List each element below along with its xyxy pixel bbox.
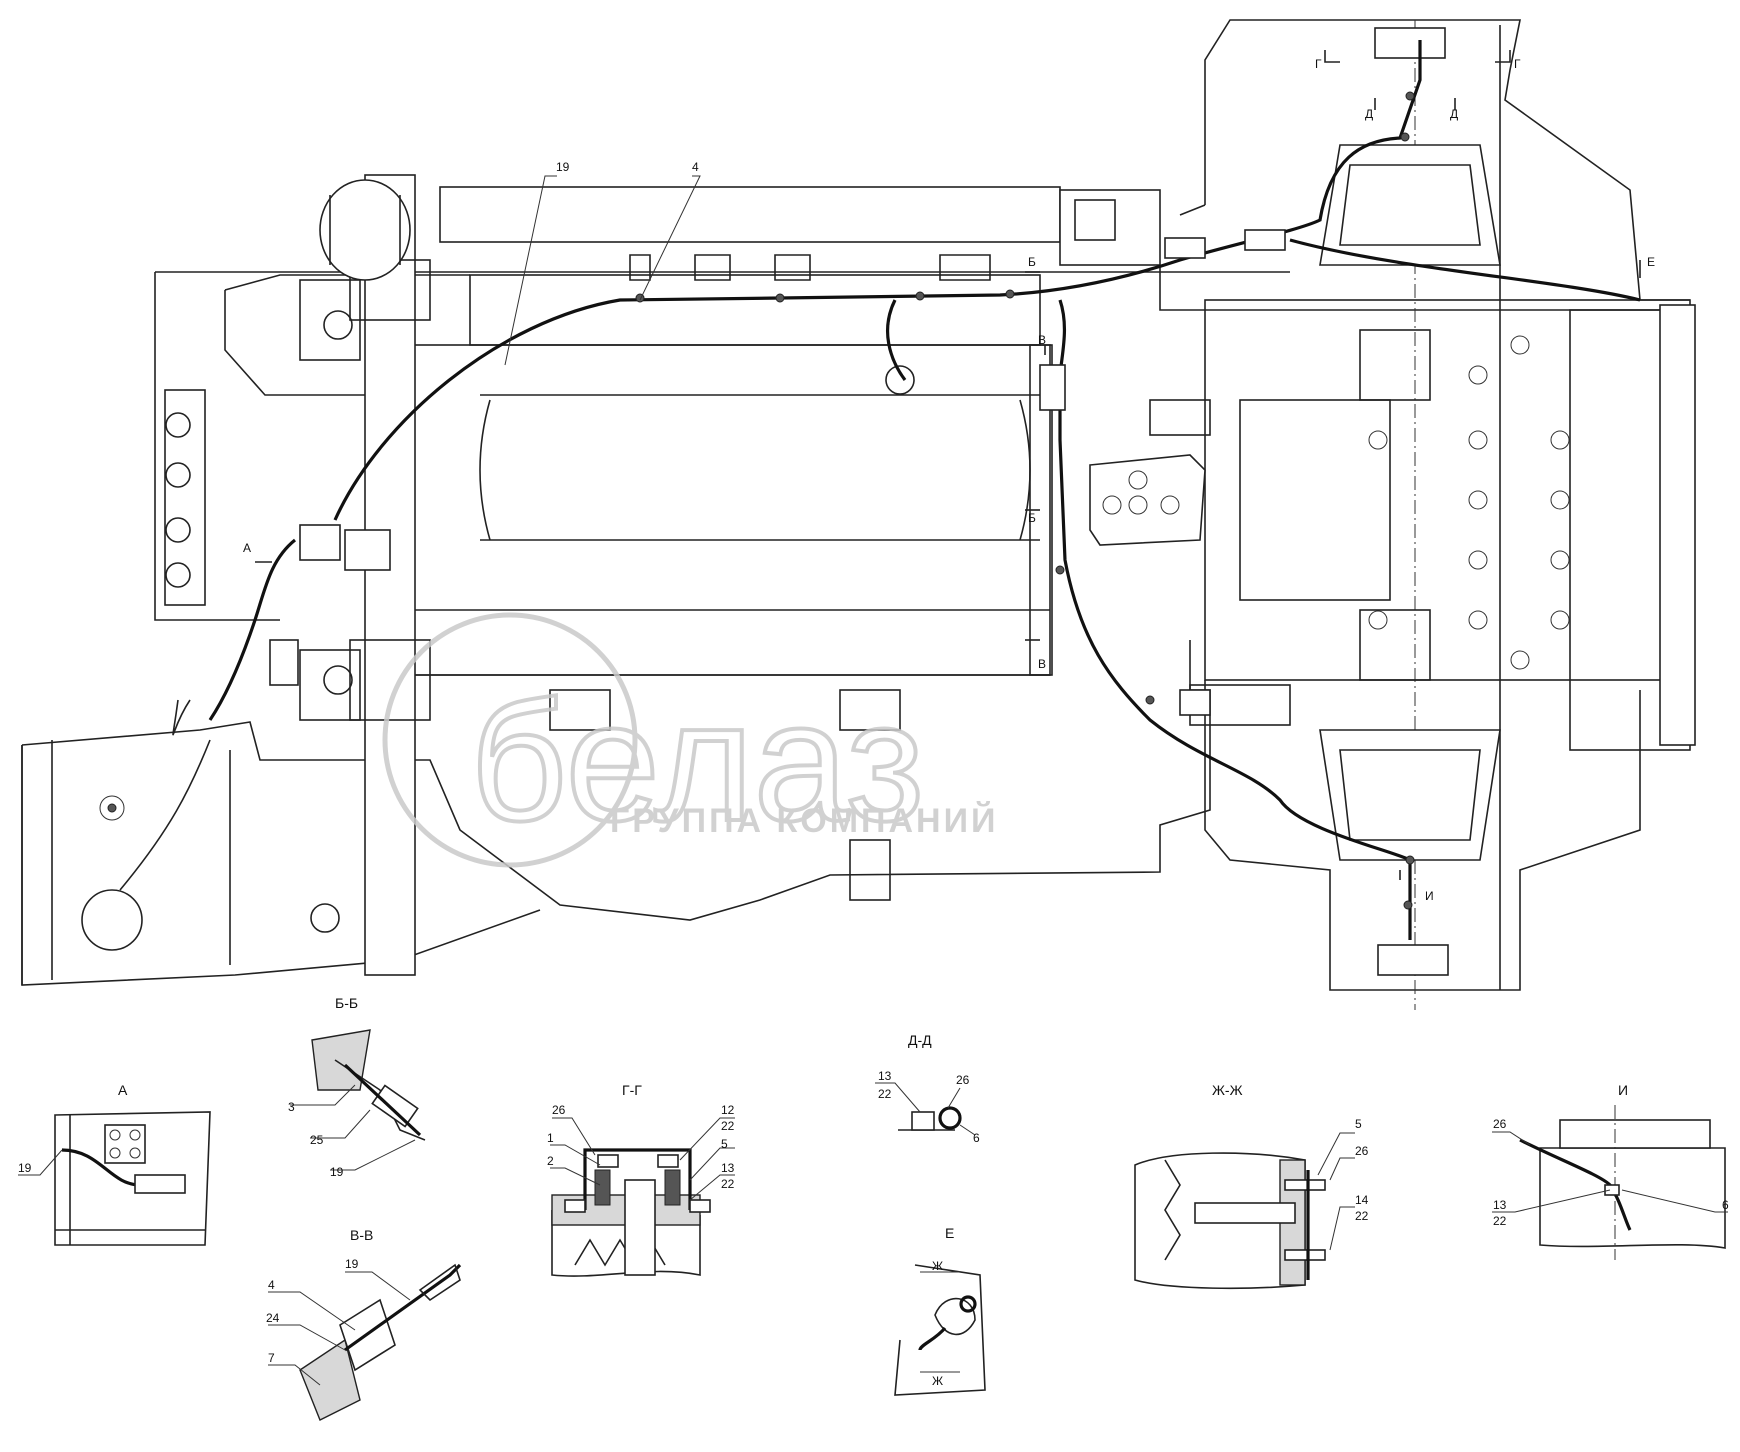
view-i-callout-26: 26 [1493,1117,1507,1131]
marker-i: И [1425,889,1434,903]
section-gg-callout-13: 13 [721,1161,735,1175]
section-dd-title: Д-Д [908,1032,932,1048]
section-gg-callout-22b: 22 [721,1177,735,1191]
marker-g-right: Г [1514,57,1521,71]
section-zhzh-callout-22: 22 [1355,1209,1369,1223]
section-zhzh-callout-26: 26 [1355,1144,1369,1158]
marker-g-left: Г [1315,57,1322,71]
watermark-caption: ГРУППА КОМПАНИЙ [610,801,998,840]
section-dd-callout-26: 26 [956,1073,970,1087]
section-gg-callout-12: 12 [721,1103,735,1117]
section-bb-callout-3: 3 [288,1100,295,1114]
section-gg-callout-5: 5 [721,1137,728,1151]
view-i-title: И [1618,1082,1628,1098]
marker-b-top: Б [1028,255,1036,269]
view-a-title: А [118,1082,128,1098]
section-dd-callout-6: 6 [973,1131,980,1145]
main-view: Г Г Д Д Б Б В В Е И А 19 4 [21,19,1696,1010]
section-vv: В-В 19 4 24 7 [266,1227,462,1421]
section-zhzh: Ж-Ж 5 26 14 22 [1134,1082,1369,1290]
marker-e: Е [1647,255,1655,269]
callout-4-main: 4 [692,160,699,174]
section-dd-callout-22: 22 [878,1087,892,1101]
callout-19-main: 19 [556,160,570,174]
section-zhzh-callout-5: 5 [1355,1117,1362,1131]
section-gg-callout-1: 1 [547,1131,554,1145]
section-bb-callout-25: 25 [310,1133,324,1147]
view-a: А 19 [18,1082,211,1246]
marker-v-bottom: В [1038,657,1046,671]
view-e: Е Ж Ж [894,1225,986,1396]
marker-d-left: Д [1365,107,1373,121]
section-bb-callout-19: 19 [330,1165,344,1179]
section-gg-title: Г-Г [622,1082,642,1098]
section-dd: Д-Д 13 22 26 6 [875,1032,980,1145]
marker-d-right: Д [1450,107,1458,121]
marker-b-bottom: Б [1028,511,1036,525]
section-gg-callout-26: 26 [552,1103,566,1117]
view-e-title: Е [945,1225,954,1241]
view-a-callout-19: 19 [18,1161,32,1175]
view-e-marker-top: Ж [932,1259,943,1273]
section-gg-callout-22a: 22 [721,1119,735,1133]
marker-v-top: В [1038,333,1046,347]
section-bb: Б-Б 3 25 19 [288,995,426,1179]
marker-a: А [243,541,251,555]
section-dd-callout-13: 13 [878,1069,892,1083]
section-bb-title: Б-Б [335,995,358,1011]
section-vv-callout-4: 4 [268,1278,275,1292]
watermark: белаз ГРУППА КОМПАНИЙ [382,612,998,868]
view-i: И 26 13 22 6 [1492,1082,1729,1260]
section-zhzh-title: Ж-Ж [1212,1082,1243,1098]
section-gg: Г-Г 26 1 2 12 22 5 13 22 [547,1082,735,1277]
watermark-logo: белаз [470,667,924,857]
section-vv-title: В-В [350,1227,373,1243]
section-vv-callout-19: 19 [345,1257,359,1271]
view-e-marker-bottom: Ж [932,1374,943,1388]
section-vv-callout-7: 7 [268,1351,275,1365]
view-i-callout-6: 6 [1722,1198,1729,1212]
section-zhzh-callout-14: 14 [1355,1193,1369,1207]
section-vv-callout-24: 24 [266,1311,280,1325]
view-i-callout-22: 22 [1493,1214,1507,1228]
section-gg-callout-2: 2 [547,1154,554,1168]
view-i-callout-13: 13 [1493,1198,1507,1212]
